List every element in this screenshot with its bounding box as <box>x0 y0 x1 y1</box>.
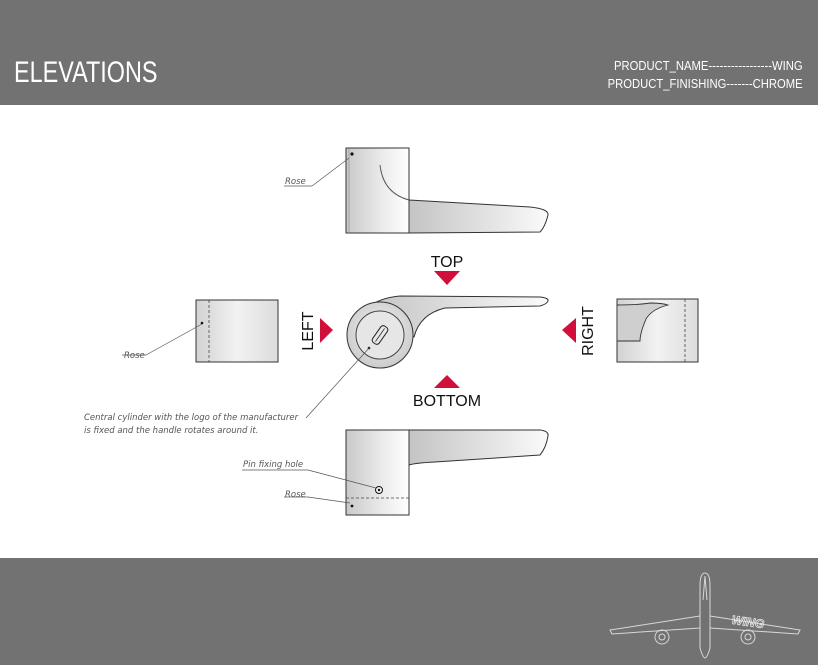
callout-leader <box>311 157 350 187</box>
direction-left-label: LEFT <box>300 311 317 350</box>
manufacturer-logo-icon <box>371 325 389 345</box>
footer-logo-text: WING <box>731 613 765 631</box>
callout-rose-top: Rose <box>285 177 306 187</box>
callout-cylinder-line1: Central cylinder with the logo of the ma… <box>84 413 299 423</box>
rose-screw-dot <box>350 152 354 156</box>
header-bar: ELEVATIONS PRODUCT_NAME-----------------… <box>0 0 818 105</box>
rose-bottom-view <box>345 429 410 516</box>
direction-left: LEFT <box>300 311 333 351</box>
handle-section-right-view <box>616 302 670 342</box>
callout-leader <box>145 323 203 356</box>
callout-rose-bottom: Rose <box>285 490 306 500</box>
rose-left-view <box>195 299 279 363</box>
callout-leader <box>307 496 351 504</box>
rose-top-view <box>345 147 410 234</box>
top-elevation: Rose <box>284 147 549 234</box>
airplane-logo-icon: WING <box>609 572 801 659</box>
bottom-elevation: Pin fixing hole Rose <box>242 429 549 516</box>
handle-lever-front-view <box>367 295 549 338</box>
rose-screw-dot <box>200 321 204 325</box>
direction-bottom-label: BOTTOM <box>413 393 481 410</box>
arrow-right-icon <box>320 318 333 343</box>
footer-bar: WING <box>0 558 818 665</box>
arrow-up-icon <box>434 375 460 388</box>
callout-rose-left: Rose <box>124 351 145 361</box>
callout-pin-fixing-hole: Pin fixing hole <box>243 460 303 470</box>
page-title: ELEVATIONS <box>14 56 158 89</box>
product-finishing-line: PRODUCT_FINISHING-------CHROME <box>608 77 803 91</box>
direction-right: RIGHT <box>562 306 597 356</box>
front-elevation: Central cylinder with the logo of the ma… <box>84 295 549 436</box>
right-elevation <box>616 298 699 363</box>
callout-leader <box>307 469 377 489</box>
direction-bottom: BOTTOM <box>413 375 481 410</box>
handle-lever-bottom-view <box>408 429 549 466</box>
direction-top-label: TOP <box>431 254 464 271</box>
handle-curve-line <box>379 164 410 201</box>
arrow-left-icon <box>562 318 576 343</box>
product-name-line: PRODUCT_NAME-----------------WING <box>614 59 803 73</box>
callout-cylinder-line2: is fixed and the handle rotates around i… <box>84 426 258 436</box>
direction-top: TOP <box>431 254 464 285</box>
direction-right-label: RIGHT <box>580 306 597 356</box>
left-elevation: Rose <box>122 299 279 363</box>
handle-lever-top-view <box>408 199 549 234</box>
arrow-down-icon <box>434 271 460 285</box>
callout-leader <box>305 346 371 419</box>
rose-screw-dot <box>350 504 354 508</box>
elevations-drawing: Rose Rose Central cylinder with the logo… <box>84 147 699 516</box>
